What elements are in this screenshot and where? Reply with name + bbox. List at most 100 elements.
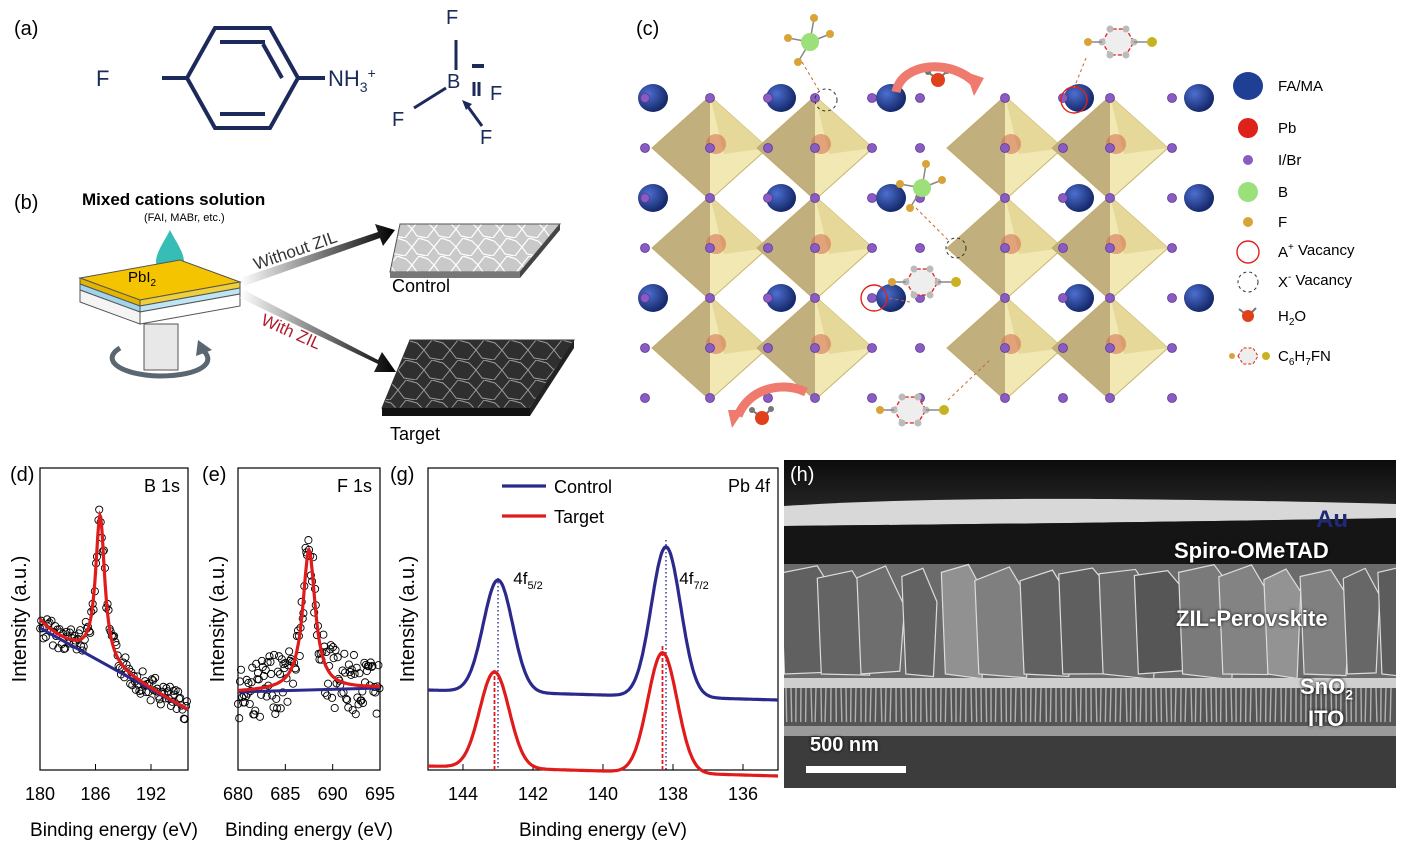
raw-data-point: [274, 652, 284, 661]
ito-column: [970, 687, 973, 723]
raw-data-point: [180, 715, 189, 724]
perovskite-grain: [1263, 568, 1302, 680]
ito-column: [1345, 687, 1348, 723]
x-tick-label: 144: [448, 784, 478, 804]
legend-item: B: [1238, 182, 1288, 202]
ito-column: [1284, 687, 1287, 723]
ito-column: [869, 687, 872, 723]
ito-column: [1155, 687, 1158, 723]
legend-item: FA/MA: [1233, 72, 1323, 100]
raw-data-point: [250, 710, 259, 719]
raw-data-point: [39, 634, 48, 643]
peak-label: 4f7/2: [679, 569, 708, 592]
ito-column: [1249, 687, 1252, 723]
halide-ion: [1167, 293, 1177, 303]
raw-data-point: [349, 650, 358, 660]
halide-ion: [1105, 293, 1115, 303]
raw-data-point: [176, 693, 185, 703]
ito-column: [840, 687, 843, 723]
legend-item: F: [1243, 214, 1287, 231]
raw-data-point: [340, 649, 349, 658]
raw-data-point: [346, 670, 356, 679]
raw-data-point: [347, 665, 356, 674]
x-axis-label: Binding energy (eV): [30, 820, 198, 841]
sno2-layer: [784, 678, 1396, 688]
series-line-target: [428, 651, 778, 778]
ito-column: [925, 687, 928, 723]
fluoro-atom-label: F: [96, 66, 109, 91]
legend-label: H2O: [1278, 308, 1306, 328]
ito-column: [1075, 687, 1078, 723]
halide-ion: [1058, 143, 1068, 153]
bf4-f-left: F: [392, 109, 404, 131]
halide-ion: [1000, 343, 1010, 353]
halide-ion: [705, 293, 715, 303]
ito-column: [1020, 687, 1023, 723]
ito-column: [810, 687, 813, 723]
raw-data-point: [348, 705, 357, 715]
raw-data-point: [47, 616, 56, 625]
halide-ion: [867, 243, 877, 253]
chart-title: F 1s: [337, 476, 372, 496]
raw-data-point: [182, 697, 191, 706]
halide-ion: [763, 343, 773, 353]
raw-data-point: [350, 669, 359, 678]
ito-column: [950, 687, 953, 723]
halide-ion: [640, 243, 650, 253]
halide-ion: [867, 93, 877, 103]
solution-subtitle: (FAI, MABr, etc.): [144, 212, 225, 224]
scalebar-label: 500 nm: [810, 734, 879, 756]
fa-ma-cation: [638, 284, 668, 312]
raw-data-point: [358, 698, 368, 708]
raw-data-point: [255, 712, 264, 721]
halide-ion: [867, 193, 877, 203]
water-molecule: [749, 406, 774, 425]
au-layer: [784, 498, 1396, 526]
halide-ion: [763, 93, 773, 103]
spiro-layer: [784, 518, 1396, 571]
perovskite-grain: [901, 567, 938, 678]
raw-data-point: [338, 666, 347, 675]
ito-column: [1119, 687, 1122, 723]
raw-data-point: [262, 692, 271, 701]
halide-ion: [1058, 293, 1068, 303]
sem-cross-section: Au Spiro-OMeTAD ZIL-Perovskite SnO2 ITO …: [784, 460, 1396, 788]
fit-curve: [38, 510, 189, 711]
legend-item: H2O: [1238, 307, 1306, 328]
ito-column: [1210, 687, 1213, 723]
raw-data-point: [323, 679, 333, 688]
raw-data-point: [272, 694, 281, 703]
halide-ion: [1167, 143, 1177, 153]
legend-label: Pb: [1278, 120, 1296, 137]
red-sphere-icon: [1238, 118, 1258, 138]
fa-ma-cation: [766, 184, 796, 212]
halide-ion: [640, 93, 650, 103]
halide-ion: [1105, 343, 1115, 353]
ito-column: [785, 687, 788, 723]
legend-item: A+ Vacancy: [1236, 240, 1355, 264]
x-tick-label: 136: [728, 784, 758, 804]
fluoroaniline-icon: [1237, 347, 1259, 365]
raw-data-point: [62, 627, 71, 636]
ito-column: [1194, 687, 1197, 723]
raw-data-point: [283, 697, 292, 706]
raw-data-point: [278, 688, 287, 697]
ito-column: [1389, 687, 1392, 723]
raw-data-point: [263, 658, 272, 667]
raw-data-point: [355, 669, 364, 678]
ito-column: [1269, 687, 1272, 723]
halide-ion: [763, 243, 773, 253]
raw-data-point: [304, 536, 313, 545]
raw-data-point: [326, 645, 335, 654]
ito-column: [1205, 687, 1208, 723]
glass-substrate: [784, 736, 1396, 788]
raw-data-point: [357, 696, 366, 705]
halide-ion: [705, 193, 715, 203]
ito-column: [1330, 687, 1333, 723]
legend-label: Control: [554, 477, 612, 497]
ito-column: [910, 687, 913, 723]
ito-column: [854, 687, 857, 723]
